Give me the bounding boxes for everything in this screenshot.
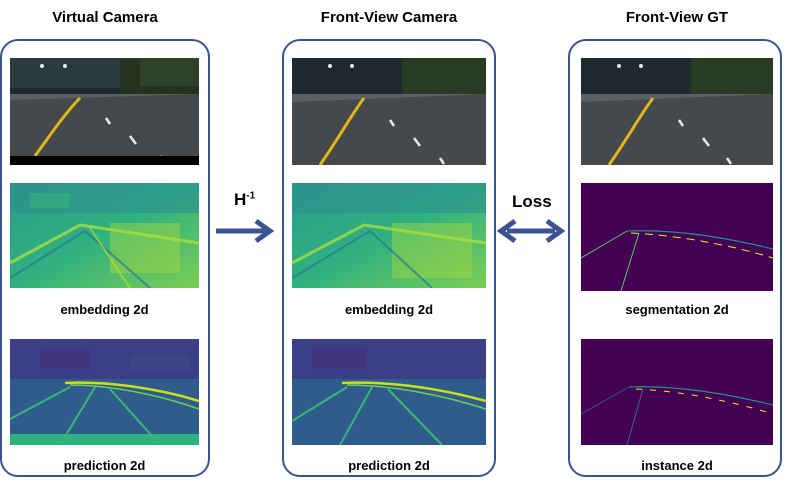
front-view-camera-prediction-map <box>292 339 486 445</box>
title-front-view-camera: Front-View Camera <box>320 9 458 26</box>
front-view-camera-prediction-caption: prediction 2d <box>348 458 430 473</box>
inverse-homography-exponent: -1 <box>246 190 256 202</box>
front-view-camera-road-image <box>292 58 486 165</box>
front-view-gt-instance-map <box>581 339 773 445</box>
virtual-camera-prediction-map <box>10 339 199 445</box>
title-virtual-camera: Virtual Camera <box>52 9 158 26</box>
loss-label: Loss <box>512 192 552 211</box>
inverse-homography-label: H-1 <box>234 190 255 210</box>
front-view-camera-embedding-caption: embedding 2d <box>344 302 434 317</box>
virtual-camera-embedding-caption: embedding 2d <box>60 302 149 317</box>
right-arrow-icon <box>216 218 275 244</box>
front-view-gt-segmentation-map <box>581 183 773 291</box>
front-view-gt-segmentation-caption: segmentation 2d <box>625 302 729 317</box>
virtual-camera-prediction-caption: prediction 2d <box>63 458 146 473</box>
inverse-homography-symbol: H <box>234 190 247 209</box>
front-view-gt-instance-caption: instance 2d <box>641 458 713 473</box>
virtual-camera-road-image <box>10 58 199 165</box>
front-view-gt-road-image <box>581 58 773 165</box>
title-front-view-gt: Front-View GT <box>625 9 729 26</box>
virtual-camera-embedding-map <box>10 183 199 288</box>
double-arrow-icon <box>497 218 565 244</box>
front-view-camera-embedding-map <box>292 183 486 288</box>
